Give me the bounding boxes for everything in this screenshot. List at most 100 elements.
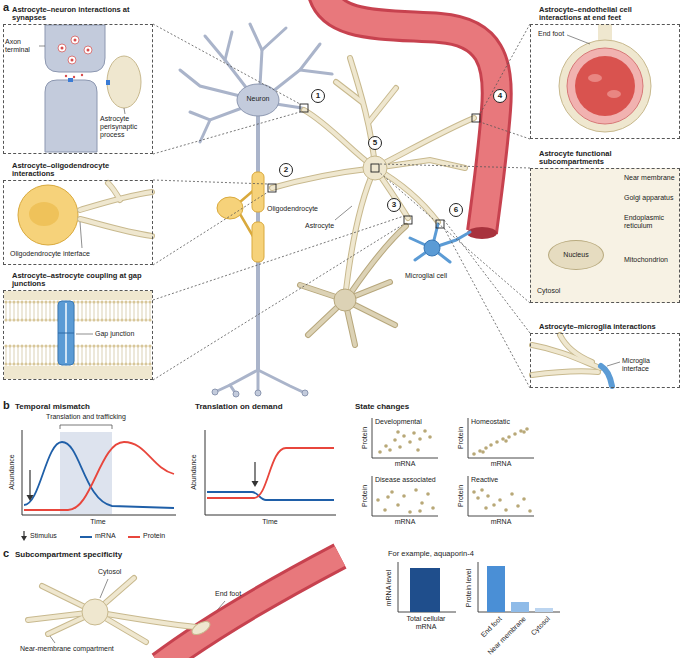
scatter-plot bbox=[418, 509, 422, 513]
plot-title: Subcompartment specificity bbox=[15, 550, 122, 559]
microglia-process bbox=[601, 366, 612, 386]
callout-number: 2 bbox=[279, 163, 293, 177]
callout-number-text: 6 bbox=[454, 206, 458, 214]
callout-number: 1 bbox=[311, 89, 325, 103]
scatter-plot bbox=[513, 432, 517, 436]
astrocyte-processes bbox=[369, 88, 396, 122]
synapse-inset bbox=[81, 74, 83, 76]
synapse-inset bbox=[71, 36, 79, 44]
cell-label: Neuron bbox=[247, 95, 270, 103]
axis-label: Protein bbox=[361, 485, 369, 507]
neuron-cell bbox=[302, 390, 308, 396]
zoom-line bbox=[444, 228, 530, 388]
line-plot bbox=[24, 442, 174, 510]
zoom-line bbox=[153, 180, 268, 184]
scatter-plot bbox=[484, 446, 488, 450]
bar-chart bbox=[535, 608, 553, 612]
plot-title: Temporal mismatch bbox=[15, 402, 90, 411]
scatter-plot bbox=[468, 418, 534, 458]
blood-vessel bbox=[467, 227, 497, 239]
microglial-cell bbox=[424, 240, 440, 256]
synapse-inset bbox=[107, 56, 141, 108]
panel-letter: a bbox=[3, 1, 9, 14]
inset-panel: Astrocyte–microglia interactionsMicrogli… bbox=[530, 333, 680, 388]
line-plot bbox=[22, 430, 176, 515]
scatter-plot bbox=[423, 429, 427, 433]
astrocyte-soma bbox=[334, 289, 356, 311]
scatter-plot bbox=[378, 450, 382, 454]
synapse-inset bbox=[45, 25, 105, 72]
scatter-plot bbox=[396, 430, 400, 434]
leader-line bbox=[39, 46, 45, 47]
neuron-cell bbox=[300, 70, 332, 74]
nucleus-shape: Nucleus bbox=[548, 240, 604, 270]
gap-junction-inset bbox=[4, 291, 152, 379]
line-plot bbox=[205, 430, 336, 515]
legend-text: Protein bbox=[143, 532, 165, 540]
line-plot bbox=[29, 470, 30, 496]
scatter-plot bbox=[376, 427, 532, 514]
astrocyte-branch bbox=[80, 183, 152, 236]
neuron-cell bbox=[258, 370, 305, 393]
synapse-inset bbox=[45, 25, 141, 152]
plot-title: Disease associated bbox=[375, 476, 436, 484]
scatter-plot bbox=[390, 490, 394, 494]
scatter-plot bbox=[498, 498, 502, 502]
part-label: Mitochondrion bbox=[624, 256, 668, 264]
scatter-plot bbox=[402, 494, 406, 498]
region-marker bbox=[472, 114, 480, 122]
leader-line bbox=[50, 636, 55, 643]
zoom-line bbox=[480, 24, 530, 114]
scatter-plot bbox=[372, 418, 534, 516]
inset-heading: Astrocyte–endothelial cell interactions … bbox=[539, 6, 675, 23]
scatter-plot bbox=[372, 418, 534, 516]
line-plot bbox=[205, 430, 336, 515]
axis-label: Abundance bbox=[190, 454, 198, 489]
part-label: Axon terminal bbox=[5, 38, 38, 54]
plot-title: Homeostatic bbox=[471, 418, 510, 426]
callout-number-text: 5 bbox=[373, 139, 377, 147]
end-foot-inset bbox=[559, 24, 651, 132]
inset-heading: Astrocyte–neuron interactions at synapse… bbox=[12, 6, 148, 23]
line-plot bbox=[24, 442, 174, 508]
astrocyte-soma bbox=[190, 619, 212, 638]
leader-line bbox=[80, 222, 82, 248]
inset-heading: Astrocyte functional subcompartments bbox=[539, 150, 675, 167]
astrocyte-processes bbox=[350, 58, 375, 168]
line-plot bbox=[27, 495, 34, 501]
oligodendrocyte-cell bbox=[252, 222, 264, 262]
bar-chart bbox=[511, 602, 529, 612]
cell-label: Oligodendrocyte bbox=[267, 205, 318, 213]
oligodendrocyte-cell bbox=[217, 197, 243, 219]
blood-vessel bbox=[160, 556, 340, 658]
astrocyte-branch bbox=[80, 219, 152, 236]
part-label: Golgi apparatus bbox=[624, 194, 680, 202]
scatter-plot bbox=[372, 418, 438, 458]
leader-line bbox=[39, 35, 640, 643]
leader-line bbox=[124, 108, 125, 114]
legend-sample bbox=[21, 531, 27, 541]
callout-number: 6 bbox=[449, 203, 463, 217]
zoom-line bbox=[153, 24, 300, 104]
axis-label: mRNA bbox=[395, 460, 416, 468]
scatter-plot bbox=[476, 496, 480, 500]
scatter-plot bbox=[525, 427, 529, 431]
scatter-plot bbox=[431, 506, 435, 510]
plot-title: Reactive bbox=[471, 476, 498, 484]
scatter-plot bbox=[402, 434, 406, 438]
inset-heading: Astrocyte–oligodendrocyte interactions bbox=[12, 162, 148, 179]
blood-vessel bbox=[322, 0, 497, 232]
scatter-plot bbox=[484, 506, 488, 510]
axis-label: Protein bbox=[361, 427, 369, 449]
line-plot bbox=[60, 425, 112, 429]
astrocyte-branch bbox=[560, 335, 592, 362]
leader-line bbox=[567, 35, 590, 44]
scatter-plot bbox=[428, 435, 432, 439]
synapse-inset bbox=[45, 80, 97, 152]
neuron-cell bbox=[250, 24, 262, 86]
scatter-plot bbox=[516, 504, 520, 508]
inset-heading: Astrocyte–astrocyte coupling at gap junc… bbox=[12, 272, 148, 289]
astrocyte-processes bbox=[346, 168, 375, 290]
leader-line bbox=[100, 579, 108, 598]
callout-number-text: 4 bbox=[498, 92, 502, 100]
